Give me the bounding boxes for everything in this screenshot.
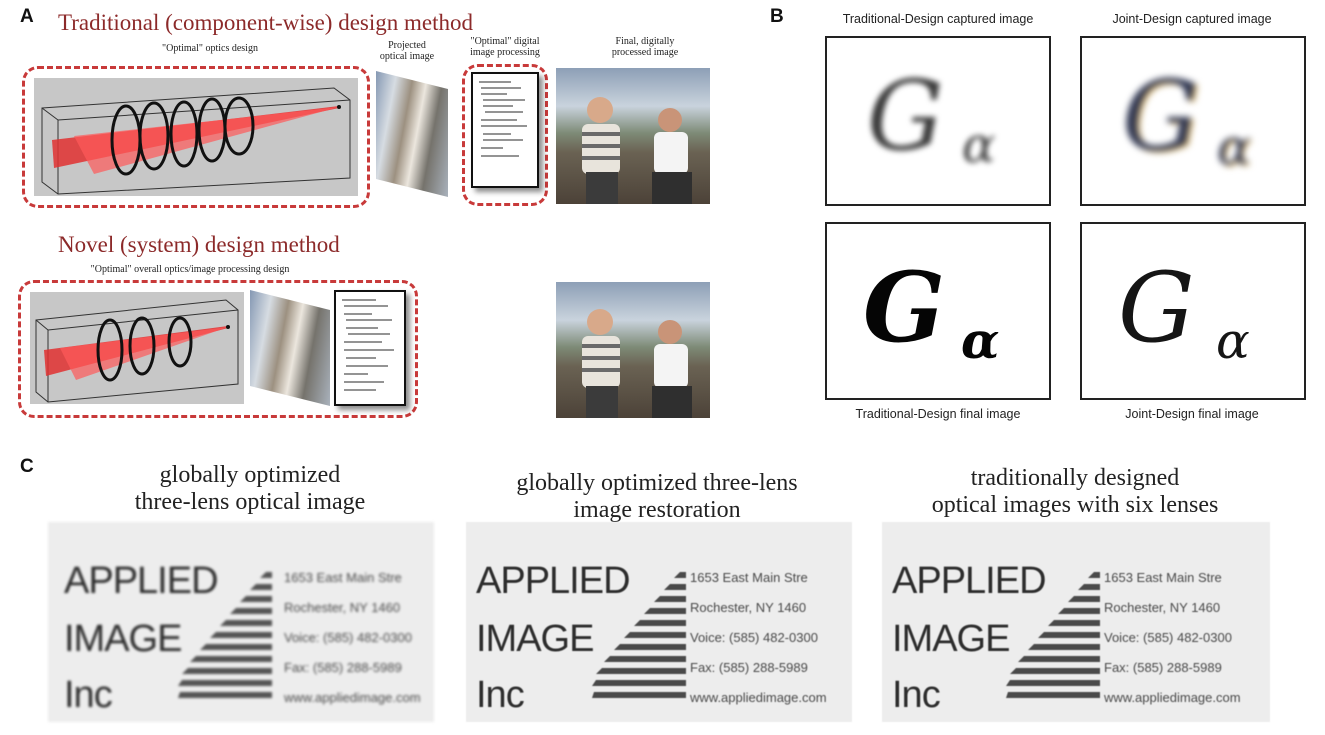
card-city: Rochester, NY 1460 — [1104, 600, 1221, 615]
glyph-g: G — [867, 60, 944, 172]
caption-2-line2: image restoration — [573, 497, 741, 523]
card-voice: Voice: (585) 482-0300 — [690, 630, 818, 645]
caption-1-line1: globally optimized — [159, 462, 341, 488]
card-word-inc: Inc — [892, 674, 941, 716]
processing-caption: "Optimal" digital image processing — [460, 36, 550, 58]
card-word-inc: Inc — [476, 674, 525, 716]
caption-1-line2: three-lens optical image — [134, 489, 366, 515]
card-word-applied: APPLIED — [892, 560, 1047, 602]
processing-caption-line1: "Optimal" digital — [470, 36, 540, 47]
final-caption-line1: Final, digitally — [615, 36, 675, 47]
card-fax: Fax: (585) 288-5989 — [1104, 660, 1222, 675]
novel-code-sheet — [334, 290, 406, 406]
card-word-applied: APPLIED — [64, 560, 219, 602]
final-caption: Final, digitally processed image — [590, 36, 700, 58]
novel-final-photo — [556, 282, 710, 418]
optics-caption: "Optimal" optics design — [162, 43, 258, 54]
business-card-optical: APPLIED IMAGE Inc 1653 East Main Stre Ro… — [48, 522, 434, 722]
novel-two-people-photo-graphic — [582, 309, 692, 418]
novel-system-box — [18, 280, 418, 418]
final-processed-photo — [556, 68, 710, 204]
card-voice: Voice: (585) 482-0300 — [1104, 630, 1232, 645]
card-fax: Fax: (585) 288-5989 — [284, 660, 402, 675]
projected-caption-line2: optical image — [379, 51, 435, 62]
traditional-optics-box — [22, 66, 370, 208]
card-city: Rochester, NY 1460 — [284, 600, 401, 615]
glyph-alpha: α — [961, 311, 1000, 370]
novel-optics-render — [30, 292, 244, 404]
card-address: 1653 East Main Stre — [1104, 570, 1222, 585]
glyph-alpha: α — [1217, 118, 1251, 176]
joint-captured-image: G α — [1080, 36, 1306, 206]
glyph-g: G — [863, 251, 945, 364]
joint-final-image: G α — [1080, 222, 1306, 400]
projected-optical-image — [376, 71, 448, 197]
card-word-image: IMAGE — [476, 618, 594, 660]
card-address: 1653 East Main Stre — [284, 570, 402, 585]
card-word-image: IMAGE — [64, 618, 182, 660]
card-city: Rochester, NY 1460 — [690, 600, 807, 615]
card-web: www.appliedimage.com — [284, 690, 421, 705]
business-card-six-lenses: APPLIED IMAGE Inc 1653 East Main Stre Ro… — [882, 522, 1270, 722]
panel-c-label: C — [20, 456, 34, 477]
caption-traditionally-designed: traditionally designed optical images wi… — [880, 465, 1270, 519]
glyph-g: G — [1118, 252, 1195, 364]
trad-captured-caption: Traditional-Design captured image — [842, 12, 1034, 26]
applied-image-logo-stripes — [1006, 572, 1100, 698]
code-lines-graphic — [479, 81, 527, 157]
trad-final-caption: Traditional-Design final image — [855, 407, 1021, 421]
applied-image-logo-stripes — [592, 572, 686, 698]
card-web: www.appliedimage.com — [1104, 690, 1241, 705]
processing-box — [462, 64, 548, 206]
glyph-g: G — [1122, 60, 1199, 172]
card-voice: Voice: (585) 482-0300 — [284, 630, 412, 645]
novel-heading: Novel (system) design method — [58, 232, 340, 257]
caption-globally-optimized-restoration: globally optimized three-lens image rest… — [462, 470, 852, 524]
projected-caption-line1: Projected — [388, 40, 426, 51]
joint-final-caption: Joint-Design final image — [1125, 407, 1259, 421]
final-caption-line2: processed image — [611, 47, 679, 58]
projected-caption: Projected optical image — [372, 40, 442, 62]
card-word-image: IMAGE — [892, 618, 1010, 660]
processing-code-sheet — [471, 72, 539, 188]
trad-final-image: G α — [825, 222, 1051, 400]
glyph-alpha: α — [962, 116, 996, 174]
novel-code-lines-graphic — [342, 299, 394, 391]
panel-a-label: A — [20, 6, 34, 27]
panel-b-label: B — [770, 6, 784, 27]
processing-caption-line2: image processing — [470, 47, 540, 58]
caption-3-line2: optical images with six lenses — [931, 492, 1219, 518]
glyph-alpha: α — [1216, 312, 1250, 370]
applied-image-logo-stripes — [178, 572, 272, 698]
joint-captured-caption: Joint-Design captured image — [1112, 12, 1272, 26]
business-card-restored: APPLIED IMAGE Inc 1653 East Main Stre Ro… — [466, 522, 852, 722]
traditional-optics-render — [34, 78, 358, 196]
caption-globally-optimized-optical: globally optimized three-lens optical im… — [60, 462, 440, 516]
card-web: www.appliedimage.com — [690, 690, 827, 705]
lens-system-diagram-traditional — [41, 87, 351, 195]
card-word-applied: APPLIED — [476, 560, 631, 602]
traditional-heading: Traditional (component-wise) design meth… — [58, 10, 473, 35]
card-address: 1653 East Main Stre — [690, 570, 808, 585]
trad-captured-image: G α — [825, 36, 1051, 206]
card-fax: Fax: (585) 288-5989 — [690, 660, 808, 675]
overall-caption: "Optimal" overall optics/image processin… — [90, 264, 290, 275]
card-word-inc: Inc — [64, 674, 113, 716]
caption-2-line1: globally optimized three-lens — [516, 470, 798, 496]
two-people-photo-graphic — [582, 97, 692, 204]
novel-projected-image — [250, 290, 330, 406]
lens-system-diagram-novel — [35, 299, 239, 403]
caption-3-line1: traditionally designed — [970, 465, 1180, 491]
